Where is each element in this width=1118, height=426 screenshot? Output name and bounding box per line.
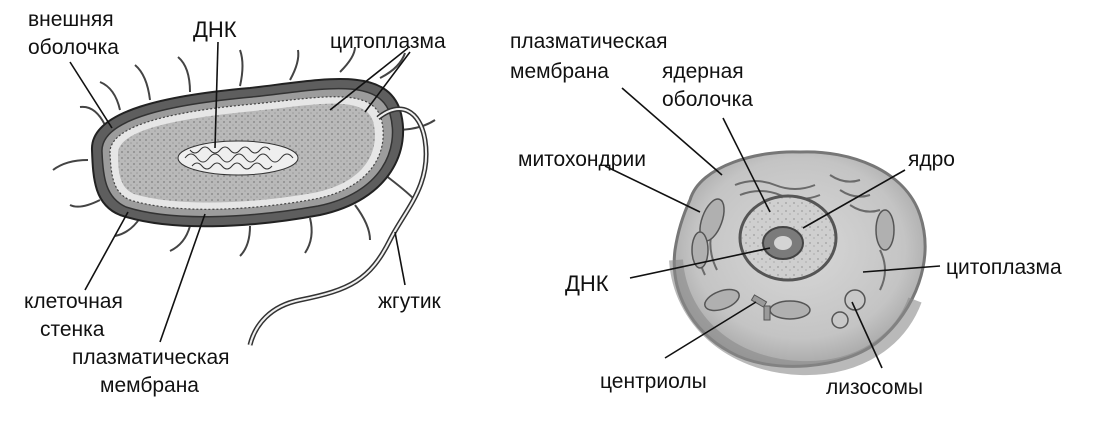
label-cell-plasma-membrane-line2: мембрана	[510, 60, 609, 83]
label-cell-plasma-membrane-line1: плазматическая	[510, 30, 668, 53]
label-mitochondria: митохондрии	[518, 148, 646, 171]
label-nucleus: ядро	[908, 148, 955, 171]
bacterium-dna	[177, 140, 299, 176]
label-bacterium-cytoplasm: цитоплазма	[330, 30, 446, 53]
label-bacterium-plasma-membrane-line1: плазматическая	[72, 346, 230, 369]
label-nuclear-envelope-line2: оболочка	[662, 88, 753, 111]
animal-cell-nucleus	[738, 194, 838, 282]
label-bacterium-plasma-membrane-line2: мембрана	[100, 374, 199, 397]
animal-cell-mitochondria	[691, 198, 895, 320]
label-cell-wall-line1: клеточная	[24, 290, 123, 313]
animal-cell-centrioles	[750, 294, 771, 321]
animal-cell-leader-lines	[604, 87, 941, 369]
animal-cell-lysosomes	[831, 289, 866, 329]
label-cell-dna: ДНК	[565, 271, 609, 296]
bacterium-leader-lines	[69, 41, 411, 343]
label-flagellum: жгутик	[378, 290, 441, 313]
label-cell-cytoplasm: цитоплазма	[946, 256, 1062, 279]
animal-cell	[604, 87, 941, 376]
label-cell-wall-line2: стенка	[40, 318, 105, 341]
label-bacterium-dna: ДНК	[193, 17, 237, 42]
label-outer-membrane-line1: внешняя	[28, 8, 114, 31]
label-nuclear-envelope-line1: ядерная	[662, 60, 744, 83]
label-centrioles: центриолы	[600, 370, 707, 393]
label-outer-membrane-line2: оболочка	[28, 36, 119, 59]
label-lysosomes: лизосомы	[826, 376, 924, 399]
bacterium	[52, 41, 436, 346]
bacterium-pili	[52, 46, 436, 257]
